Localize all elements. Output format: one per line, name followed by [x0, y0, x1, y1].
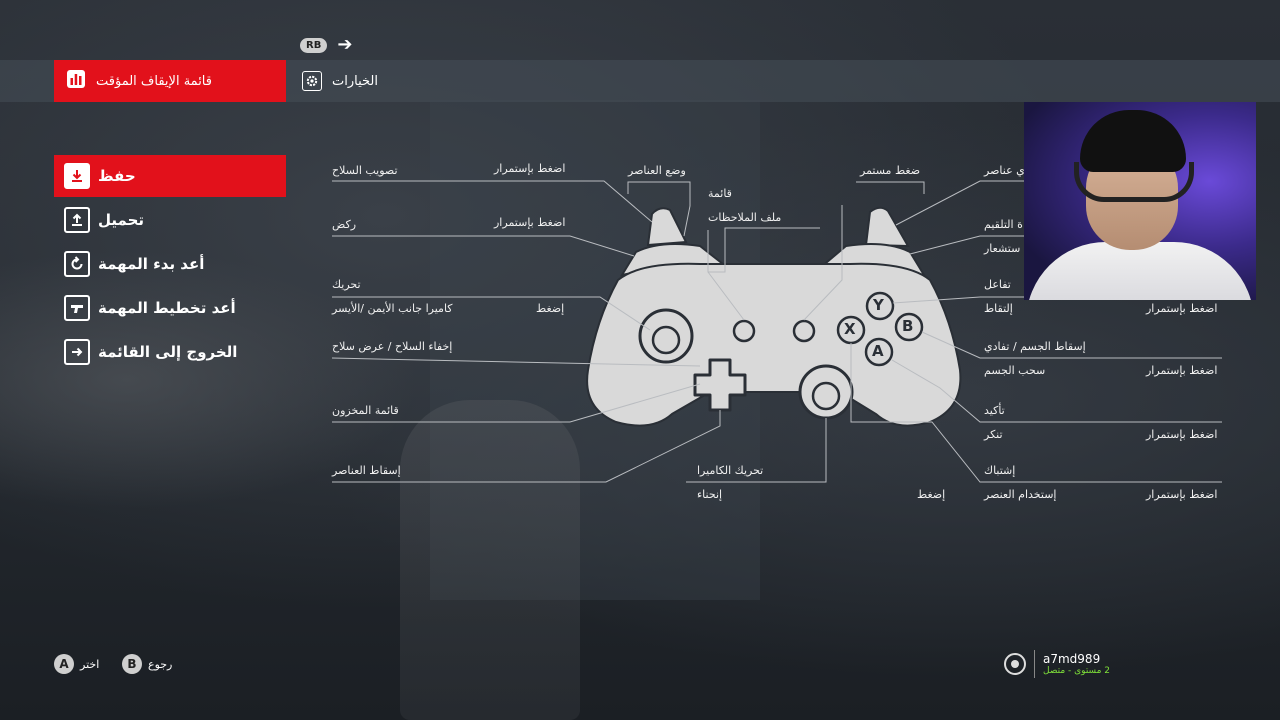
- tab-options[interactable]: الخيارات: [302, 60, 378, 102]
- b-drag-label: سحب الجسم: [984, 364, 1046, 377]
- rb-button-badge: RB: [300, 37, 328, 53]
- b-button-letter: B: [902, 317, 914, 335]
- a-disguise-label: تنكر: [984, 428, 1003, 441]
- tab-pause-menu[interactable]: قائمة الإيقاف المؤقت: [54, 60, 286, 102]
- pause-menu-label: قائمة الإيقاف المؤقت: [96, 73, 212, 89]
- next-tab-hint[interactable]: RB ➔: [300, 36, 352, 54]
- player-profile: a7md989 2 مستوى - متصل: [1004, 650, 1110, 678]
- username: a7md989: [1043, 652, 1101, 666]
- menu-item-exit-to-menu[interactable]: الخروج إلى القائمة: [54, 331, 286, 373]
- rs-press-label: إضغط: [917, 488, 946, 501]
- y-interact-label: تفاعل: [984, 278, 1011, 291]
- menu-item-label: الخروج إلى القائمة: [98, 343, 238, 361]
- b-drop-label: إسقاط الجسم / تفادي: [984, 340, 1086, 353]
- menu-item-label: تحميل: [98, 211, 145, 229]
- menu-item-label: أعد تخطيط المهمة: [98, 299, 236, 317]
- webcam-overlay: [1024, 102, 1256, 300]
- rb-sense-label: ستشعار: [984, 242, 1021, 255]
- right-stick: [798, 364, 854, 420]
- arrow-right-icon: ➔: [337, 34, 353, 55]
- rt-hold-press-label: ضغط مستمر: [860, 164, 921, 177]
- right-bumper: [816, 243, 927, 277]
- player-status: 2 مستوى - متصل: [1043, 666, 1110, 676]
- player-emblem-icon: [1004, 653, 1026, 675]
- dpad-up-label: إخفاء السلاح / عرض سلاح: [332, 340, 453, 353]
- y-button-letter: Y: [873, 296, 884, 314]
- gear-icon: [302, 71, 322, 91]
- b-button-icon: B: [122, 654, 142, 674]
- view-mode-label: وضع العناصر: [628, 164, 686, 177]
- restart-icon: [64, 251, 90, 277]
- bar-chart-icon: [66, 69, 86, 93]
- rt-items-label: ي عناصر: [984, 164, 1025, 177]
- x-hold-label: اضغط بإستمرار: [1146, 488, 1218, 501]
- dpad-left-label: قائمة المخزون: [332, 404, 399, 417]
- lt-aim-label: تصويب السلاح: [332, 164, 398, 177]
- rb-reload-label: ة التلقيم: [984, 218, 1023, 231]
- x-use-item-label: إستخدام العنصر: [984, 488, 1057, 501]
- x-engage-label: إشتباك: [984, 464, 1016, 477]
- lb-hold-label: اضغط بإستمرار: [494, 216, 566, 229]
- download-icon: [64, 163, 90, 189]
- menu-item-label: أعد بدء المهمة: [98, 255, 205, 273]
- ls-press-label: إضغط: [536, 302, 565, 315]
- a-confirm-label: تأكيد: [984, 404, 1005, 417]
- ls-camera-label: كاميرا جانب الأيمن /الأيسر: [332, 302, 453, 315]
- background-character: [400, 400, 580, 720]
- y-pickup-label: إلتقاط: [984, 302, 1013, 315]
- profile-divider: [1034, 650, 1035, 678]
- headset-icon: [1074, 162, 1194, 202]
- select-label: اختر: [80, 657, 100, 671]
- menu-item-load[interactable]: تحميل: [54, 199, 286, 241]
- exit-icon: [64, 339, 90, 365]
- dpad-down-label: إسقاط العناصر: [332, 464, 401, 477]
- b-hold-label: اضغط بإستمرار: [1146, 364, 1218, 377]
- rs-move-label: تحريك الكاميرا: [697, 464, 764, 477]
- a-button-letter: A: [872, 342, 884, 360]
- upload-icon: [64, 207, 90, 233]
- pause-menu-list: حفظ تحميل أعد بدء المهمة أعد تخطيط المهم…: [54, 155, 286, 375]
- menu-item-label: حفظ: [98, 167, 136, 185]
- menu-label: قائمة: [708, 187, 732, 200]
- select-hint[interactable]: A اختر: [54, 654, 99, 674]
- y-hold-label: اضغط بإستمرار: [1146, 302, 1218, 315]
- right-trigger: [864, 206, 910, 248]
- ls-move-label: تحريك: [332, 278, 361, 291]
- back-hint[interactable]: B رجوع: [122, 654, 172, 674]
- menu-item-restart-mission[interactable]: أعد بدء المهمة: [54, 243, 286, 285]
- menu-button: [792, 319, 816, 343]
- options-label: الخيارات: [332, 73, 378, 89]
- menu-item-replan-mission[interactable]: أعد تخطيط المهمة: [54, 287, 286, 329]
- webcam-person-cap: [1080, 110, 1186, 172]
- a-hold-label: اضغط بإستمرار: [1146, 428, 1218, 441]
- back-label: رجوع: [148, 657, 173, 671]
- a-button-icon: A: [54, 654, 74, 674]
- lb-run-label: ركض: [332, 218, 357, 231]
- rs-crouch-label: إنحناء: [697, 488, 723, 501]
- notes-file-label: ملف الملاحظات: [708, 211, 782, 224]
- x-button-letter: X: [844, 320, 856, 338]
- webcam-person-body: [1026, 242, 1254, 300]
- lt-hold-label: اضغط بإستمرار: [494, 162, 566, 175]
- pistol-icon: [64, 295, 90, 321]
- menu-item-save[interactable]: حفظ: [54, 155, 286, 197]
